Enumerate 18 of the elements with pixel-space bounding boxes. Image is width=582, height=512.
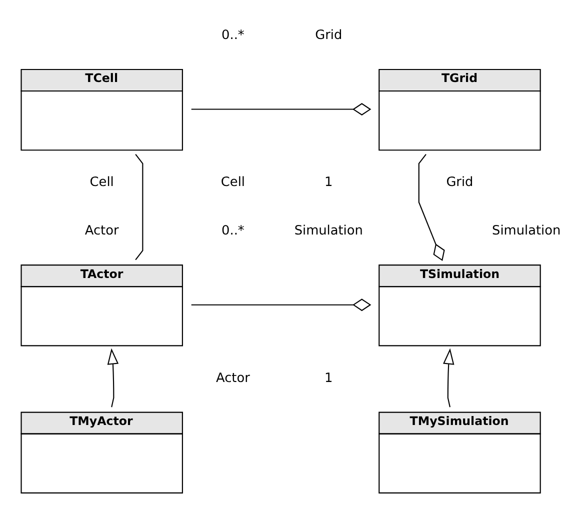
label: Simulation — [492, 223, 561, 238]
arrow — [107, 348, 119, 407]
connector — [191, 102, 372, 115]
label: 1 — [324, 174, 333, 190]
connector — [191, 298, 372, 311]
label: 0..* — [222, 223, 244, 238]
label: Cell — [220, 174, 246, 190]
arrow — [443, 348, 454, 407]
label: 1 — [324, 370, 333, 386]
connector — [418, 153, 445, 261]
label: Actor — [84, 223, 119, 238]
connector — [135, 153, 144, 260]
label: Actor — [216, 370, 250, 386]
label: Simulation — [294, 223, 363, 238]
label: Grid — [315, 27, 342, 42]
label: Grid — [446, 174, 474, 190]
label: Cell — [90, 174, 114, 190]
label: 0..* — [222, 27, 244, 42]
